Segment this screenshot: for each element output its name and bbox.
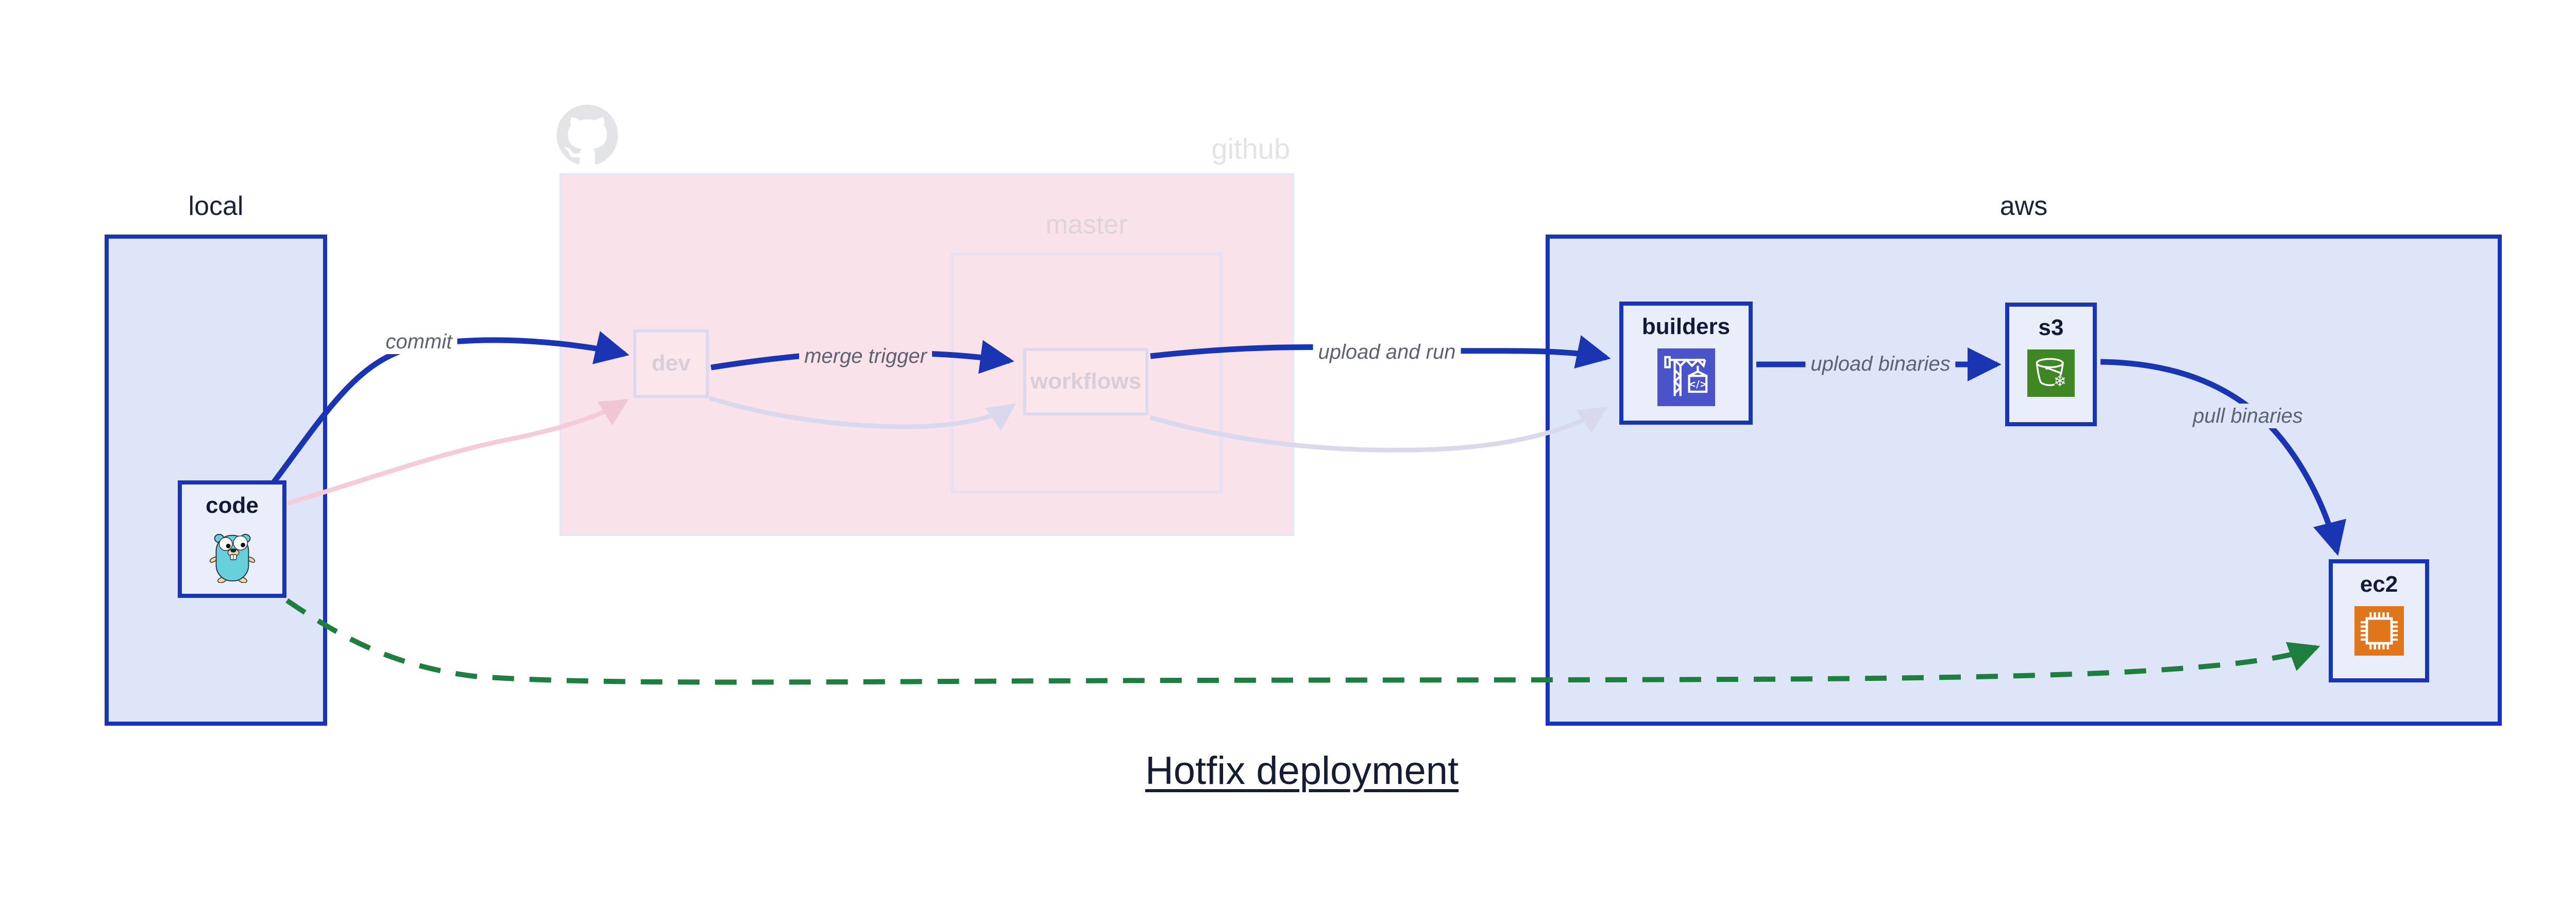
- diagram-title-text: Hotfix deployment: [1145, 749, 1459, 793]
- edge-code-to-dev-faded: [286, 399, 629, 506]
- github-container-label: github: [1211, 132, 1290, 165]
- github-octocat-icon: [556, 105, 619, 169]
- edge-pull-binaries: [2100, 359, 2346, 556]
- edge-label-commit: commit: [380, 329, 457, 354]
- node-dev-label: dev: [651, 350, 691, 376]
- node-dev: dev: [633, 329, 709, 398]
- go-gopher-icon: [207, 527, 258, 586]
- node-ec2-label: ec2: [2360, 572, 2398, 597]
- node-s3-label: s3: [2038, 315, 2064, 340]
- edge-dev-to-workflows-faded: [708, 395, 1016, 431]
- ec2-chip-icon: [2354, 606, 2404, 658]
- edge-label-pull-binaries: pull binaries: [2188, 404, 2308, 428]
- aws-container-label: aws: [1999, 191, 2048, 221]
- s3-glacier-bucket-icon: ❄: [2027, 349, 2075, 399]
- edge-commit: [271, 331, 630, 485]
- edge-workflows-to-builders-faded: [1149, 407, 1608, 453]
- local-container: [105, 235, 327, 726]
- edge-label-upload-binaries: upload binaries: [1805, 352, 1956, 376]
- diagram-title: Hotfix deployment: [0, 748, 2576, 793]
- node-code-label: code: [206, 493, 259, 518]
- master-container: [951, 253, 1223, 494]
- svg-text:</>: </>: [1688, 379, 1707, 390]
- local-container-label: local: [188, 191, 244, 221]
- node-workflows-label: workflows: [1030, 369, 1142, 394]
- edge-label-merge-trigger: merge trigger: [799, 344, 932, 369]
- node-workflows: workflows: [1023, 348, 1148, 415]
- codebuild-crane-icon: </>: [1657, 348, 1715, 409]
- node-ec2: ec2: [2329, 559, 2429, 682]
- node-code: code: [178, 480, 286, 598]
- node-builders-label: builders: [1641, 314, 1731, 339]
- node-builders: builders </>: [1619, 302, 1753, 425]
- node-s3: s3 ❄: [2005, 303, 2097, 426]
- edge-hotfix-shortcut: [285, 598, 2320, 685]
- master-container-label: master: [1045, 210, 1128, 240]
- svg-text:❄: ❄: [2054, 372, 2066, 390]
- edge-label-upload-and-run: upload and run: [1313, 340, 1461, 364]
